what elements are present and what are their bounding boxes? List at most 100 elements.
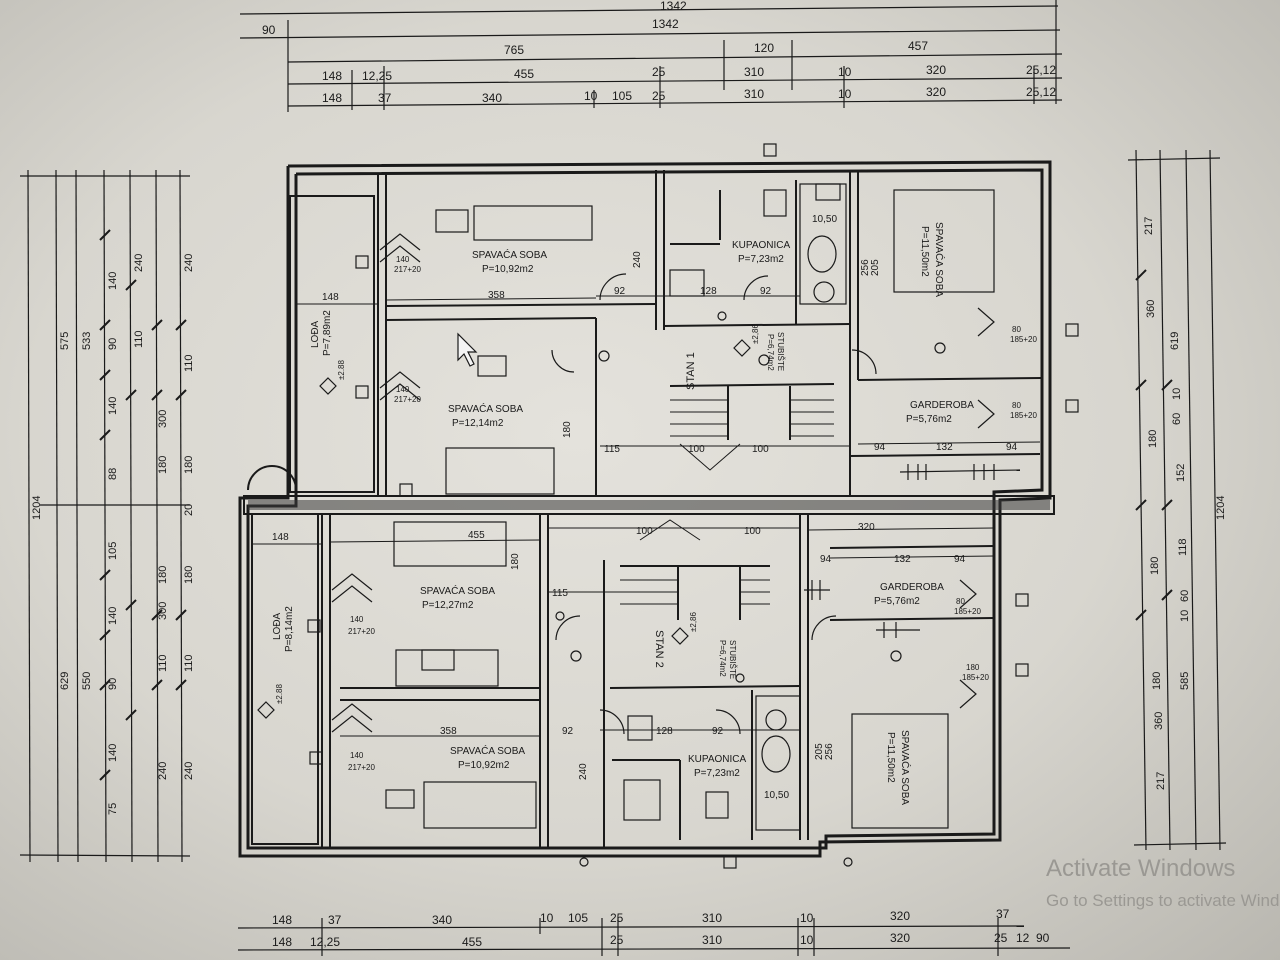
dim-bot-310b: 310	[702, 933, 722, 947]
dim-right-10a: 10	[1171, 388, 1183, 400]
stan2-room6-name: SPAVAĆA SOBA	[899, 730, 912, 805]
win-tag-8: 80	[956, 597, 965, 606]
dim-int-128b: 128	[656, 726, 673, 737]
bathroom-fixtures	[623, 183, 847, 831]
marker-symbols	[307, 143, 1079, 869]
stan2-room3-area: P=8,14m2	[284, 606, 295, 652]
dim-bot-37b: 37	[996, 907, 1010, 921]
dim-bot-340: 340	[432, 913, 452, 927]
stan2-label: STAN 2	[653, 630, 665, 668]
dim-left-300b: 300	[157, 602, 169, 620]
dim-top-1342: 1342	[660, 0, 687, 13]
dim-int-148a: 148	[322, 292, 339, 303]
dim-left-20: 20	[183, 504, 195, 516]
stan2-room2-area: P=5,76m2	[874, 596, 920, 607]
dim-int-100c: 100	[636, 526, 653, 537]
dim-left-180c: 180	[183, 456, 195, 474]
dim-int-115a: 115	[604, 444, 620, 455]
dim-right-180c: 180	[1151, 672, 1163, 690]
dim-int-180b: 180	[510, 553, 521, 570]
dim-top-37: 37	[378, 91, 392, 105]
dim-left-140d: 140	[107, 744, 119, 762]
dim-left-300a: 300	[157, 410, 169, 428]
dim-left-240a: 240	[133, 254, 145, 272]
right-dimension-chains	[1127, 149, 1227, 851]
dim-top-310b: 310	[744, 87, 764, 101]
dim-left-240c: 240	[183, 254, 195, 272]
dim-right-1204: 1204	[1215, 496, 1227, 520]
dim-left-110b: 110	[157, 654, 169, 672]
dim-int-1050b: 10,50	[764, 790, 789, 801]
dim-left-180b: 180	[157, 566, 169, 584]
dim-bot-25c: 25	[994, 931, 1008, 945]
dim-int-100b: 100	[752, 444, 769, 455]
party-wall	[243, 495, 1055, 515]
dim-right-118: 118	[1177, 538, 1189, 556]
dim-bot-25: 25	[610, 911, 624, 925]
dim-int-148b: 148	[272, 532, 289, 543]
stair-treads	[620, 399, 834, 605]
dim-top-320: 320	[926, 63, 946, 77]
win-tag-7: 180	[966, 663, 980, 672]
dim-int-92d: 92	[712, 726, 724, 737]
dim-int-358b: 358	[440, 726, 457, 737]
dim-top-10b: 10	[584, 89, 598, 103]
dim-top-10: 10	[838, 65, 852, 79]
dim-right-585: 585	[1179, 672, 1191, 690]
level-4: ±2,86	[689, 611, 698, 632]
win-tag-3: 140	[350, 615, 364, 624]
dim-right-152: 152	[1175, 464, 1187, 482]
dim-top-10c: 10	[838, 87, 852, 101]
stan1-room3-name: SPAVAĆA SOBA	[933, 222, 946, 297]
level-1: ±2.88	[337, 359, 346, 380]
dim-left-240b: 240	[157, 762, 169, 780]
garderoba-rails	[804, 464, 1021, 638]
dim-int-132a: 132	[936, 442, 953, 453]
stan1-room7-name: STUBIŠTE	[776, 332, 785, 371]
dim-int-455: 455	[468, 530, 485, 541]
stan1-room2-area: P=7,23m2	[738, 254, 784, 265]
level-markers	[257, 339, 751, 719]
bottom-dimension-chains	[237, 918, 1071, 956]
dim-top-1225: 12,25	[362, 69, 392, 83]
dim-top-457: 457	[908, 39, 928, 53]
dim-right-10b: 10	[1179, 610, 1191, 622]
window-symbols	[331, 233, 995, 733]
dim-int-240b: 240	[578, 763, 589, 780]
stan1-room7-area: P=6,74m2	[766, 334, 775, 371]
dim-left-240d: 240	[183, 762, 195, 780]
dim-bot-25b: 25	[610, 933, 624, 947]
dim-right-60a: 60	[1171, 413, 1183, 425]
dim-bot-1225: 12,25	[310, 935, 340, 949]
dim-int-100d: 100	[744, 526, 761, 537]
win-tag-6b: 185+20	[1010, 411, 1037, 420]
win-tag-6: 80	[1012, 401, 1021, 410]
dim-left-1204: 1204	[31, 496, 43, 520]
stan1-room6-area: P=5,76m2	[906, 414, 952, 425]
dim-int-205b: 205	[814, 743, 825, 760]
dim-right-180a: 180	[1147, 430, 1159, 448]
top-dimension-chains	[239, 0, 1063, 112]
dim-bot-90: 90	[1036, 931, 1050, 945]
dim-int-205a: 205	[870, 259, 881, 276]
dim-top-1342b: 1342	[652, 17, 679, 31]
dim-left-110d: 110	[183, 654, 195, 672]
dim-left-90b: 90	[107, 678, 119, 690]
stan2-room1-area: P=12,27m2	[422, 600, 474, 611]
dim-right-60b: 60	[1179, 590, 1191, 602]
dim-bot-10: 10	[540, 911, 554, 925]
dim-top-148: 148	[322, 69, 342, 83]
stan1-room6-name: GARDEROBA	[910, 400, 974, 411]
dim-left-140a: 140	[107, 272, 119, 290]
stan1-room4-name: LOĐA	[310, 320, 321, 348]
win-tag-7b: 185+20	[962, 673, 989, 682]
stan2-room5-name: KUPAONICA	[688, 754, 746, 765]
dim-left-629: 629	[59, 672, 71, 690]
stan2-room7-name: STUBIŠTE	[728, 640, 737, 679]
stan1-room4-area: P=7,89m2	[322, 310, 333, 356]
interior-dim-lines	[252, 295, 1041, 737]
dim-top-90: 90	[262, 23, 276, 37]
dim-int-132b: 132	[894, 554, 911, 565]
dim-top-25b: 25	[652, 89, 666, 103]
stan1-room1-area: P=10,92m2	[482, 264, 534, 275]
